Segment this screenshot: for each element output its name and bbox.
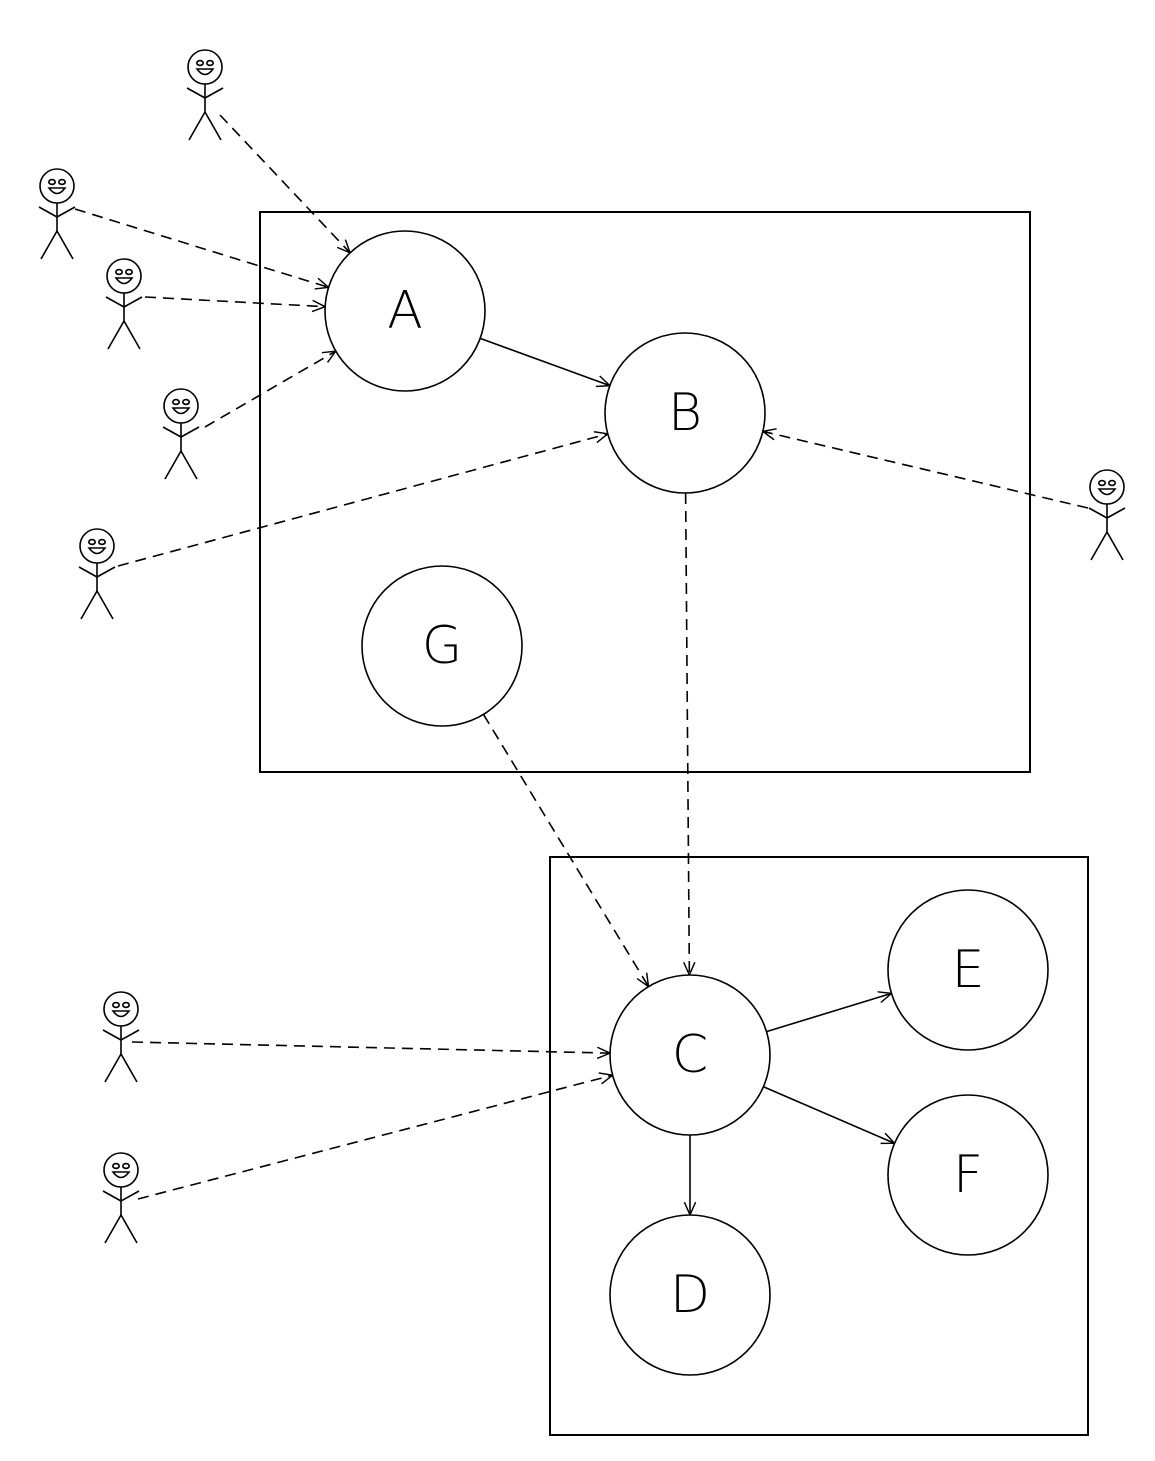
- edge-actor-6-b: [763, 431, 1089, 509]
- edge-actor-7-c: [131, 1041, 610, 1053]
- node-c-circle: [609, 974, 771, 1136]
- node-g-label: G: [422, 616, 462, 676]
- group-top-frame: [259, 211, 1031, 773]
- node-e-circle: [887, 889, 1049, 1051]
- node-d[interactable]: D: [609, 1214, 771, 1376]
- node-f-circle: [887, 1094, 1049, 1256]
- node-e-label: E: [952, 940, 985, 1000]
- edge-actor-4-a: [204, 351, 336, 428]
- edge-b-c: [686, 492, 690, 975]
- edge-c-e: [766, 993, 892, 1033]
- edge-actor-1-a: [219, 114, 350, 253]
- actor-4-smiley-stick-figure-icon[interactable]: [162, 388, 200, 480]
- edge-a-b: [479, 337, 610, 385]
- edge-actor-8-c: [137, 1075, 613, 1200]
- node-b-label: B: [668, 383, 702, 443]
- node-e[interactable]: E: [887, 889, 1049, 1051]
- node-f[interactable]: F: [887, 1094, 1049, 1256]
- node-d-circle: [609, 1214, 771, 1376]
- node-c-label: C: [672, 1025, 708, 1085]
- actor-5-smiley-stick-figure-icon[interactable]: [78, 528, 116, 620]
- node-a-circle: [324, 230, 486, 392]
- node-b-circle: [604, 332, 766, 494]
- edge-c-f: [763, 1085, 894, 1144]
- actor-1-smiley-stick-figure-icon[interactable]: [186, 49, 224, 141]
- edge-actor-2-a: [74, 208, 329, 287]
- actors-layer: [38, 49, 1126, 1244]
- actor-6-smiley-stick-figure-icon[interactable]: [1088, 469, 1126, 561]
- node-a[interactable]: A: [324, 230, 486, 392]
- node-g[interactable]: G: [361, 565, 523, 727]
- edge-g-c: [482, 713, 648, 986]
- actor-3-smiley-stick-figure-icon[interactable]: [105, 258, 143, 350]
- edge-actor-5-b: [117, 434, 608, 567]
- group-bottom-frame: [549, 856, 1089, 1436]
- edges-layer: [74, 114, 1089, 1215]
- actor-7-smiley-stick-figure-icon[interactable]: [102, 991, 140, 1083]
- node-b[interactable]: B: [604, 332, 766, 494]
- node-g-circle: [361, 565, 523, 727]
- actor-8-smiley-stick-figure-icon[interactable]: [102, 1152, 140, 1244]
- node-f-label: F: [953, 1145, 983, 1205]
- node-a-label: A: [387, 281, 423, 341]
- actor-2-smiley-stick-figure-icon[interactable]: [38, 168, 76, 260]
- edge-actor-3-a: [144, 296, 325, 307]
- node-c[interactable]: C: [609, 974, 771, 1136]
- node-d-label: D: [670, 1265, 710, 1325]
